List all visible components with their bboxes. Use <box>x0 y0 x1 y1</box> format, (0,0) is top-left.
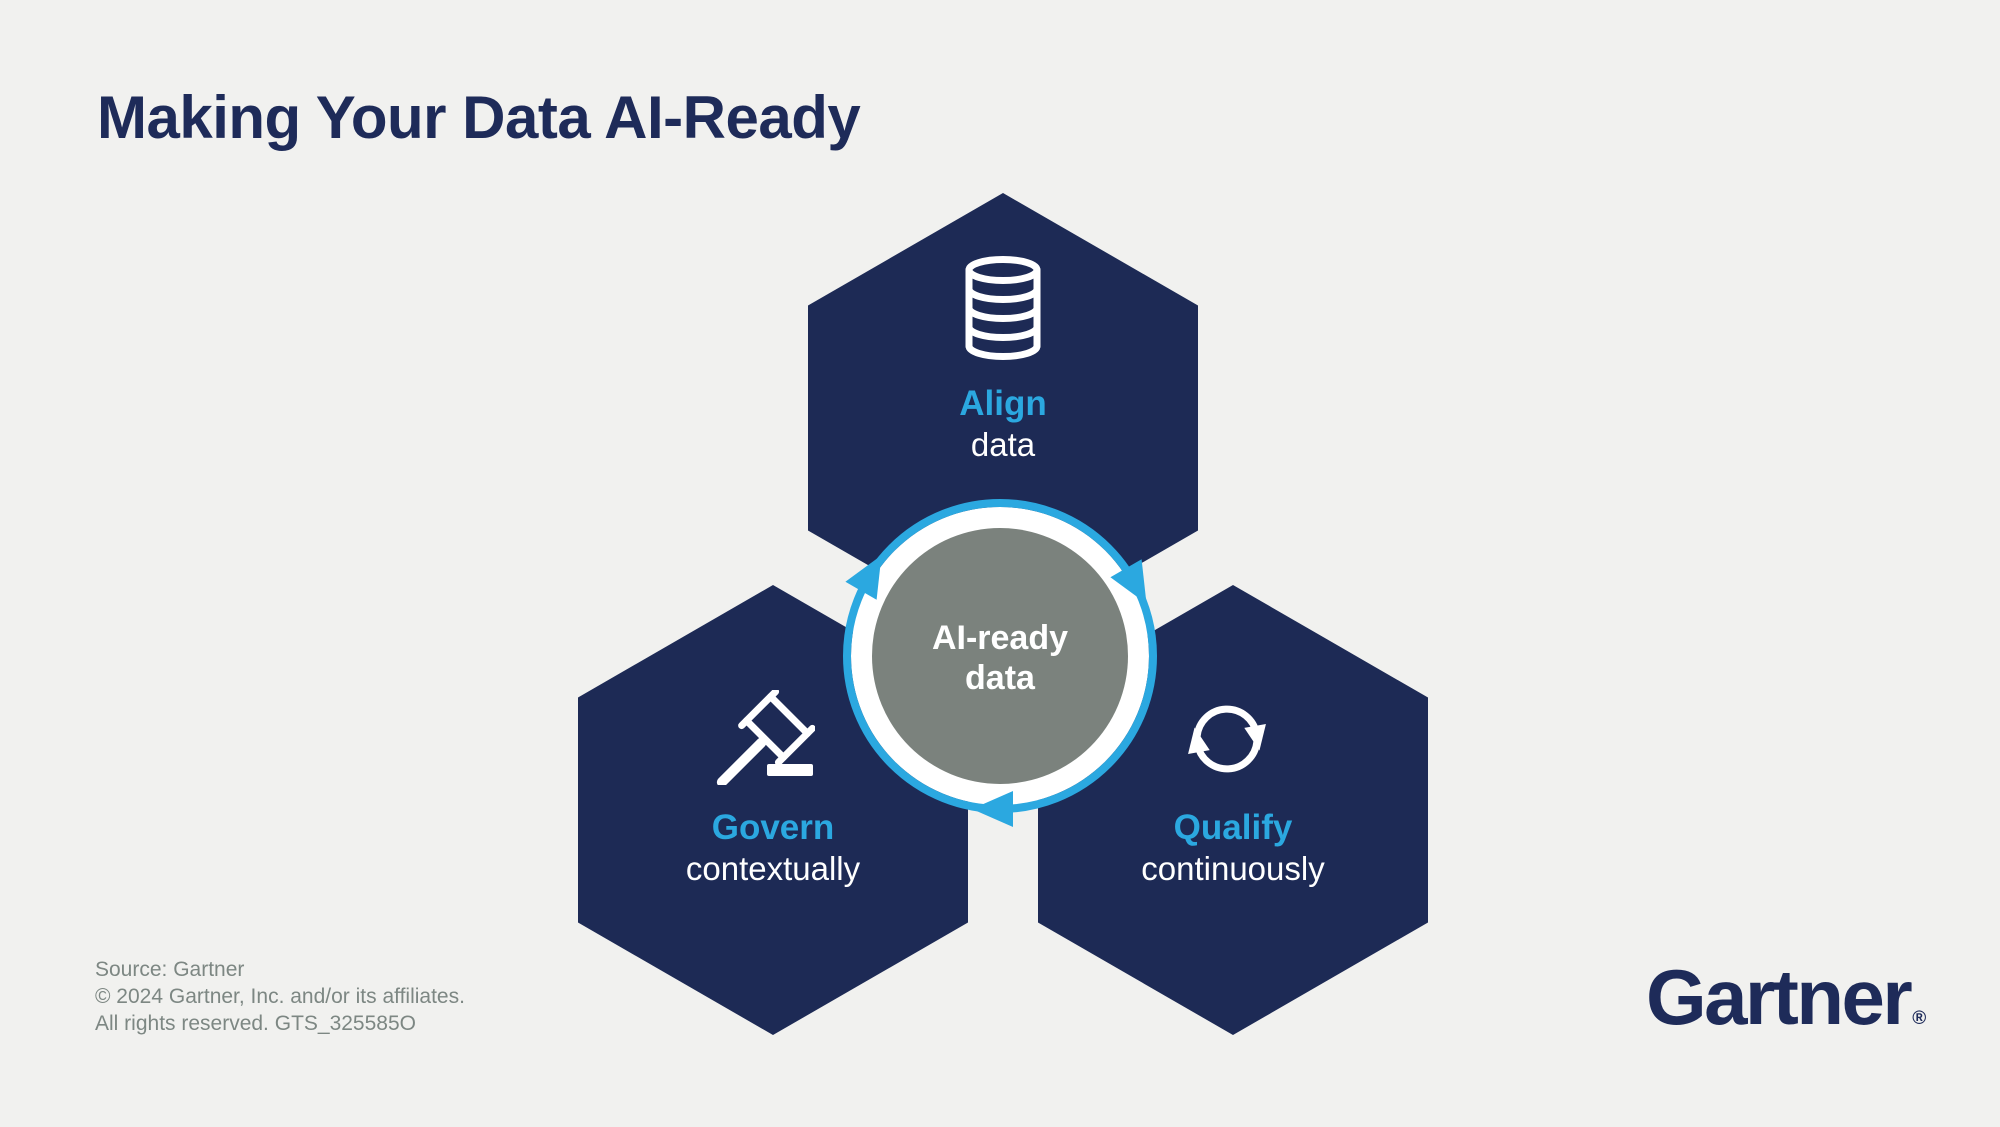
cycle-arrowheads-clockwise <box>845 555 1147 827</box>
center-gray-circle <box>872 528 1128 784</box>
source-line: Source: Gartner <box>95 958 245 981</box>
hexagon-qualify-label: Qualify continuously <box>1038 807 1428 889</box>
sync-arrows-shape <box>1188 705 1266 773</box>
hexagon-govern: Govern contextually <box>578 585 968 1035</box>
gavel-shape <box>716 690 815 785</box>
database-icon <box>965 256 1041 360</box>
gartner-logo: Gartner® <box>1646 958 1926 1058</box>
sync-arrows-icon <box>1188 705 1266 773</box>
rights-line: All rights reserved. GTS_325585O <box>95 1012 416 1035</box>
govern-qualifier-label: contextually <box>685 850 861 887</box>
ai-ready-cycle <box>843 499 1157 827</box>
registered-mark: ® <box>1912 1008 1927 1029</box>
gavel-icon <box>716 690 815 785</box>
gartner-logo-text: Gartner <box>1646 953 1913 1041</box>
center-label-line1: AI-ready <box>931 619 1069 657</box>
database-cylinder-shape <box>965 256 1041 360</box>
align-action-label: Align <box>959 384 1047 423</box>
page-title: Making Your Data AI-Ready <box>97 84 861 151</box>
hexagon-align-label: Align data <box>808 383 1198 465</box>
govern-action-label: Govern <box>711 808 835 847</box>
center-label-line2: data <box>965 659 1035 697</box>
align-qualifier-label: data <box>970 426 1036 463</box>
source-note: Source: Gartner © 2024 Gartner, Inc. and… <box>95 956 465 1037</box>
center-label: AI-ready data <box>880 618 1120 698</box>
copyright-line: © 2024 Gartner, Inc. and/or its affiliat… <box>95 985 465 1008</box>
hexagon-govern-label: Govern contextually <box>578 807 968 889</box>
qualify-qualifier-label: continuously <box>1141 850 1325 887</box>
qualify-action-label: Qualify <box>1173 808 1293 847</box>
